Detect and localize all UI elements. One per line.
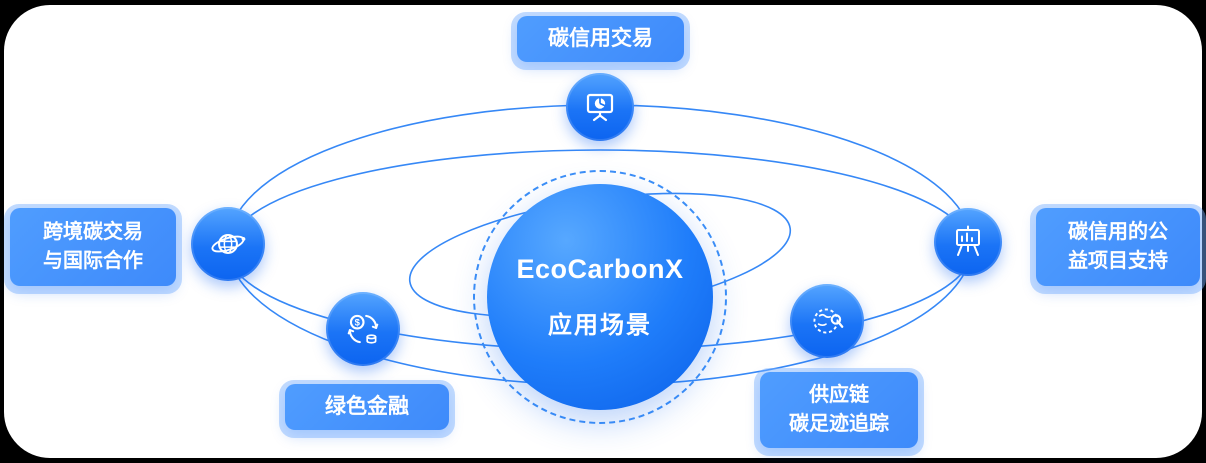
- label-public-welfare-support: 碳信用的公 益项目支持: [1030, 204, 1206, 294]
- center-circle: EcoCarbonX 应用场景: [487, 184, 713, 410]
- globe-search-icon: [813, 308, 844, 334]
- center-subtitle: 应用场景: [548, 312, 652, 339]
- globe-orbit-icon: [211, 234, 246, 254]
- node-supply-chain-footprint: [790, 284, 864, 358]
- easel-chart-icon: [956, 225, 980, 256]
- money-cycle-icon: $: [347, 314, 379, 344]
- presentation-pie-chart-icon: [586, 93, 614, 122]
- node-carbon-credit-trading: [566, 73, 634, 141]
- node-cross-border-trading: [191, 207, 265, 281]
- label-green-finance: 绿色金融: [279, 380, 455, 438]
- label-cross-border-trading: 跨境碳交易 与国际合作: [4, 204, 182, 294]
- node-green-finance: $: [326, 292, 400, 366]
- label-carbon-credit-trading: 碳信用交易: [511, 12, 690, 70]
- center-title: EcoCarbonX: [516, 254, 684, 284]
- svg-text:$: $: [355, 318, 361, 329]
- label-supply-chain-footprint: 供应链 碳足迹追踪: [754, 368, 924, 456]
- node-public-welfare-support: [934, 208, 1002, 276]
